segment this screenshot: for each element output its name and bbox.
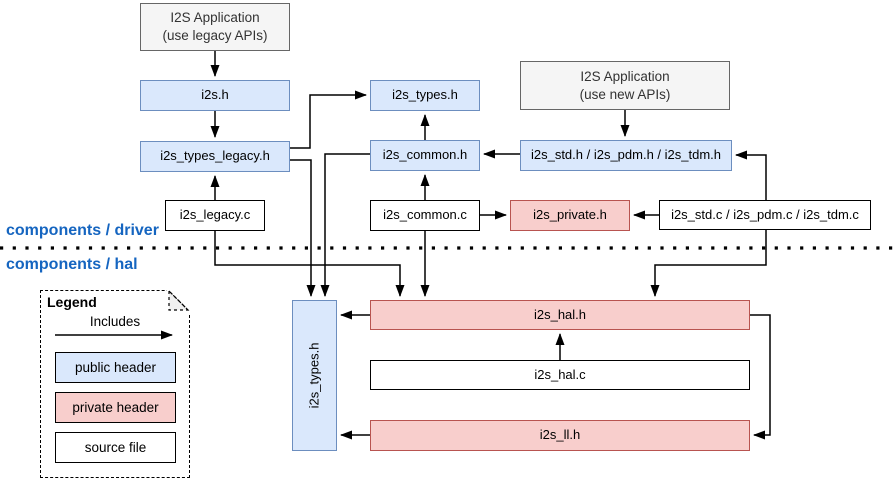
legend-public-header: public header: [55, 352, 176, 383]
note-fold-icon: [167, 289, 191, 313]
node-i2s-common-h: i2s_common.h: [370, 140, 480, 171]
edge-i2s-common-h-to-hal-i2s-types-h: [320, 153, 370, 297]
legend-source-file: source file: [55, 432, 176, 463]
node-i2s-application-legacy: I2S Application(use legacy APIs): [140, 3, 290, 51]
node-i2s-private-h: i2s_private.h: [510, 200, 630, 231]
node-label: i2s_types.h: [392, 87, 458, 103]
edge-i2s-std-c-to-i2s-hal-h: [650, 230, 767, 297]
edge-i2s-types-legacy-h-to-hal-i2s-types-h: [290, 159, 316, 297]
node-label: i2s_types.h: [306, 342, 322, 409]
legend-private-header: private header: [55, 392, 176, 423]
node-i2s-ll-h: i2s_ll.h: [370, 420, 750, 451]
node-label: i2s_common.c: [383, 207, 467, 223]
node-label: i2s_std.c / i2s_pdm.c / i2s_tdm.c: [671, 206, 859, 222]
node-i2s-types-legacy-h: i2s_types_legacy.h: [140, 141, 290, 172]
node-label: i2s_legacy.c: [179, 207, 251, 223]
section-label-driver: components / driver: [6, 222, 159, 239]
node-i2s-std-pdm-tdm-h: i2s_std.h / i2s_pdm.h / i2s_tdm.h: [520, 140, 732, 171]
node-label: I2S Application(use legacy APIs): [162, 10, 268, 43]
node-i2s-hal-h: i2s_hal.h: [370, 300, 750, 330]
node-label: i2s_private.h: [533, 207, 607, 223]
node-label: i2s_common.h: [382, 147, 468, 163]
legend: Legend Includes public header private he…: [40, 289, 191, 478]
node-i2s-legacy-c: i2s_legacy.c: [165, 200, 265, 231]
edge-i2s-types-legacy-h-to-i2s-types-h: [290, 90, 367, 149]
node-i2s-application-new: I2S Application(use new APIs): [520, 61, 730, 110]
edge-i2s-std-c-to-i2s-std-h: [735, 150, 767, 200]
legend-label: public header: [74, 360, 157, 375]
node-label: i2s_ll.h: [539, 427, 581, 443]
node-label: i2s.h: [201, 87, 229, 103]
node-label: i2s_hal.h: [533, 306, 587, 322]
legend-label: private header: [72, 400, 159, 415]
node-label: i2s_types_legacy.h: [160, 148, 270, 164]
node-i2s-types-h: i2s_types.h: [370, 80, 480, 111]
node-i2s-hal-c: i2s_hal.c: [370, 360, 750, 390]
legend-title: Legend: [47, 294, 97, 310]
legend-includes-label: Includes: [89, 314, 141, 329]
edge-i2s-hal-h-to-i2s-ll-h: [750, 314, 771, 440]
node-label: i2s_std.h / i2s_pdm.h / i2s_tdm.h: [530, 147, 722, 163]
node-label: i2s_hal.c: [534, 366, 586, 382]
node-hal-i2s-types-h: i2s_types.h: [292, 300, 337, 451]
node-label: I2S Application(use new APIs): [579, 68, 671, 102]
legend-label: source file: [84, 440, 147, 455]
node-i2s-std-pdm-tdm-c: i2s_std.c / i2s_pdm.c / i2s_tdm.c: [659, 200, 871, 230]
edge-i2s-legacy-c-to-i2s-hal-h: [214, 231, 405, 297]
node-i2s-h: i2s.h: [140, 80, 290, 111]
node-i2s-common-c: i2s_common.c: [370, 200, 480, 231]
section-label-hal: components / hal: [6, 256, 138, 273]
